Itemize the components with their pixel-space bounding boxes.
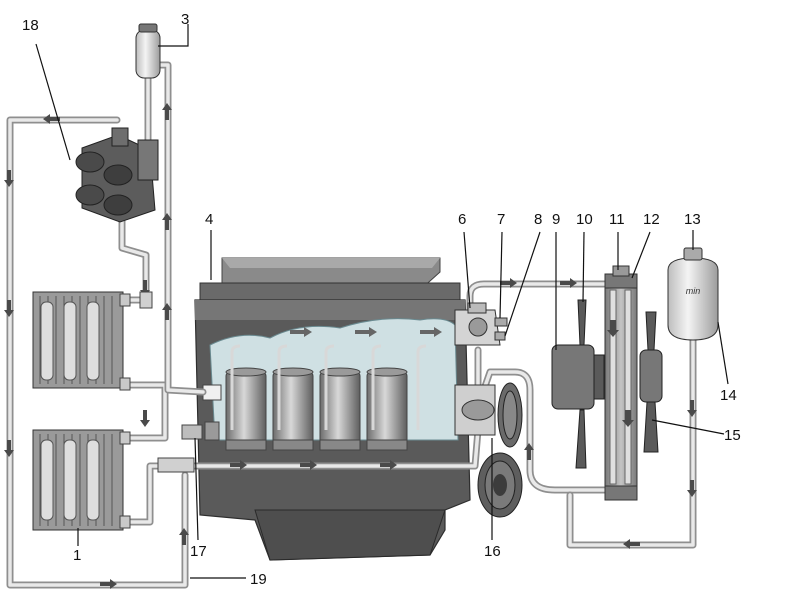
- flow-arrows: [4, 103, 697, 589]
- heater-valve: [75, 127, 159, 223]
- callout-17: 17: [190, 543, 207, 560]
- callout-9: 9: [552, 211, 560, 228]
- radiator-fan: [639, 311, 663, 453]
- callout-1: 1: [73, 547, 81, 564]
- callout-15: 15: [724, 427, 741, 444]
- pump-pulley: [497, 382, 523, 448]
- callout-12: 12: [643, 211, 660, 228]
- expansion-tank-small: [135, 23, 161, 79]
- water-pump: [454, 384, 496, 436]
- coolant-reservoir: min: [667, 247, 719, 341]
- cylinders: [225, 367, 408, 451]
- callout-19: 19: [250, 571, 267, 588]
- callout-3: 3: [181, 11, 189, 28]
- callout-7: 7: [497, 211, 505, 228]
- heater-radiator-upper: [32, 291, 131, 391]
- callout-6: 6: [458, 211, 466, 228]
- callout-4: 4: [205, 211, 213, 228]
- main-radiator: [604, 265, 638, 501]
- callout-16: 16: [484, 543, 501, 560]
- engine-block: [181, 257, 471, 561]
- callout-13: 13: [684, 211, 701, 228]
- pipe-tee: [157, 457, 195, 473]
- callout-14: 14: [720, 387, 737, 404]
- fan-blades: [575, 299, 587, 469]
- thermostat: [454, 302, 508, 346]
- callout-8: 8: [534, 211, 542, 228]
- callout-11: 11: [609, 211, 625, 228]
- fan-motor: [551, 344, 605, 410]
- tank-min-label: min: [686, 286, 701, 296]
- heater-radiator-lower: [32, 429, 131, 531]
- callout-10: 10: [576, 211, 593, 228]
- leader-lines: [35, 24, 729, 579]
- callout-labels: 18 3 4 6 7 8 9 10 11 12 13 14 15 16 17 1…: [22, 11, 741, 588]
- callout-18: 18: [22, 17, 39, 34]
- crank-pulley: [477, 452, 523, 518]
